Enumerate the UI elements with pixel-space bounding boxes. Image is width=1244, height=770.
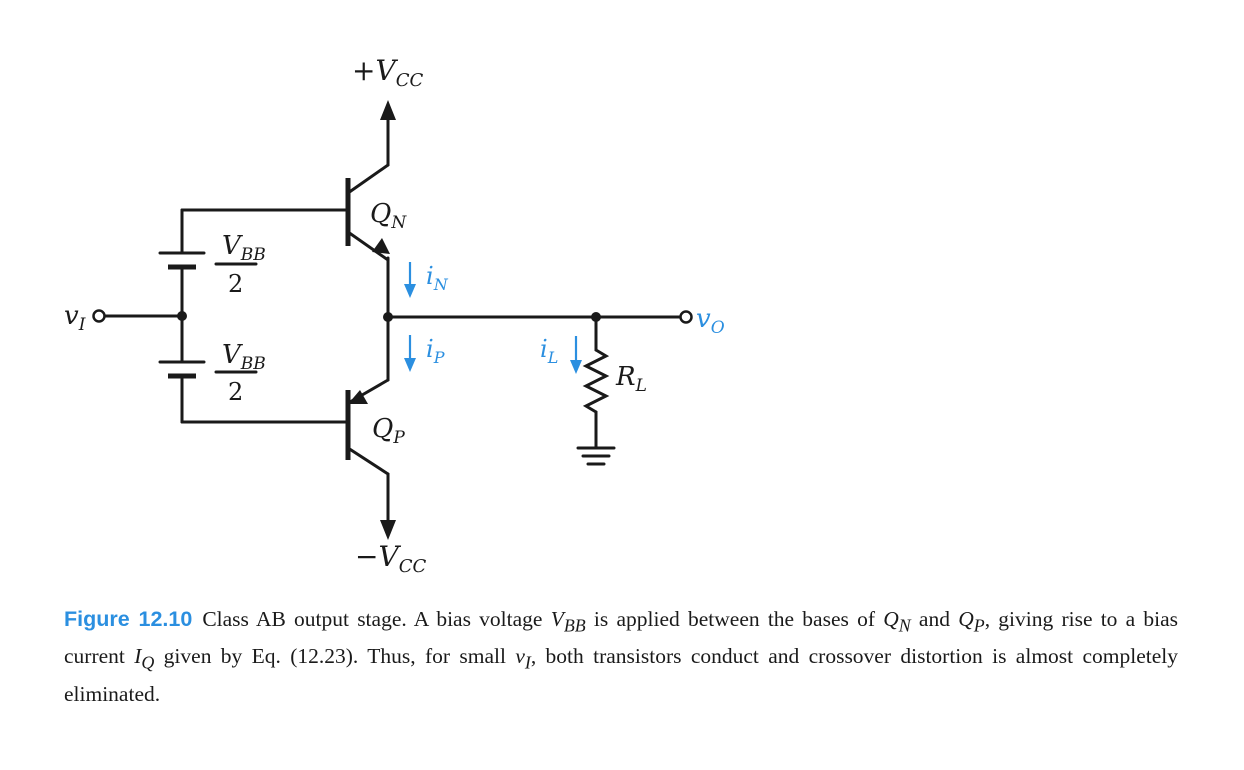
caption-p: P [973, 615, 985, 636]
output-and-load: vO RL [383, 304, 725, 466]
svg-text:iP: iP [426, 335, 445, 367]
svg-text:iL: iL [540, 335, 558, 367]
caption-text-5: given by Eq. (12.23). Thus, for small [154, 644, 516, 669]
vbb-upper-denominator: 2 [228, 270, 243, 298]
svg-text:RL: RL [615, 362, 647, 396]
il-label: i [540, 335, 548, 363]
vbb-lower-denominator: 2 [228, 378, 243, 406]
resistor-rl-icon [582, 348, 610, 414]
svg-text:+VCC: +VCC [352, 54, 423, 91]
vbb-upper-sub: BB [240, 245, 266, 265]
vbb-lower-label: V [222, 340, 243, 370]
current-annotations: iN iP iL [404, 262, 582, 374]
qp-sub: P [392, 428, 405, 448]
vbb-upper-label: V [222, 231, 243, 261]
transistor-qp: QP [345, 315, 405, 522]
bias-network: VBB 2 VBB 2 vI [64, 208, 350, 424]
svg-text:iN: iN [426, 262, 449, 294]
rl-sub: L [635, 376, 647, 396]
vcc-positive-supply: +VCC [352, 54, 423, 167]
current-in-arrow-icon [404, 262, 416, 298]
svg-text:vO: vO [696, 304, 725, 338]
caption-text-4: , giving rise to a bias current [64, 607, 1179, 669]
svg-text:vI: vI [64, 301, 86, 335]
qn-sub: N [390, 213, 407, 233]
caption-isub: I [524, 652, 531, 673]
class-ab-circuit-diagram: +VCC QN QP −VCC VBB [64, 54, 725, 577]
caption-text-1: Class AB output stage. A bias voltage [202, 607, 551, 631]
figure-label: Figure 12.10 [64, 607, 193, 631]
vi-sub: I [78, 315, 86, 335]
in-label: i [426, 262, 434, 290]
vcc-positive-sub: CC [396, 70, 424, 91]
svg-text:QN: QN [370, 199, 407, 233]
svg-text:VBB: VBB [222, 231, 266, 265]
in-sub: N [433, 275, 449, 294]
rl-label: R [615, 362, 636, 392]
caption-text-2: is applied between the bases of [585, 607, 884, 631]
vcc-negative-sub: CC [399, 556, 427, 577]
svg-text:−VCC: −VCC [355, 540, 426, 577]
caption-i: I [134, 644, 142, 669]
figure-caption: Figure 12.10 Class AB output stage. A bia… [64, 604, 1178, 710]
vo-label: v [696, 304, 711, 334]
qp-label: Q [372, 414, 393, 444]
caption-bb: BB [563, 615, 586, 636]
ground-icon [576, 446, 616, 466]
qn-label: Q [370, 199, 391, 229]
caption-q1: Q [883, 607, 899, 631]
caption-q2: Q [958, 607, 974, 631]
vcc-negative-label: −V [355, 540, 401, 573]
ip-sub: P [433, 348, 445, 367]
svg-text:QP: QP [372, 414, 405, 448]
transistor-qn: QN [345, 163, 407, 319]
current-ip-arrow-icon [404, 335, 416, 372]
vcc-positive-label: +V [352, 54, 398, 87]
svg-text:VBB: VBB [222, 340, 266, 374]
vcc-negative-supply: −VCC [355, 520, 426, 577]
vi-label: v [64, 301, 79, 331]
caption-n: N [898, 615, 911, 636]
caption-vi: v [515, 644, 525, 669]
il-sub: L [547, 348, 559, 367]
vo-sub: O [711, 318, 725, 338]
caption-q: Q [141, 652, 155, 673]
ip-label: i [426, 335, 434, 363]
vbb-lower-sub: BB [240, 354, 266, 374]
caption-v: V [550, 607, 564, 631]
caption-text-3: and [910, 607, 959, 631]
current-il-arrow-icon [570, 336, 582, 374]
caption-text-6: , both transistors conduct and crossover… [64, 644, 1178, 706]
